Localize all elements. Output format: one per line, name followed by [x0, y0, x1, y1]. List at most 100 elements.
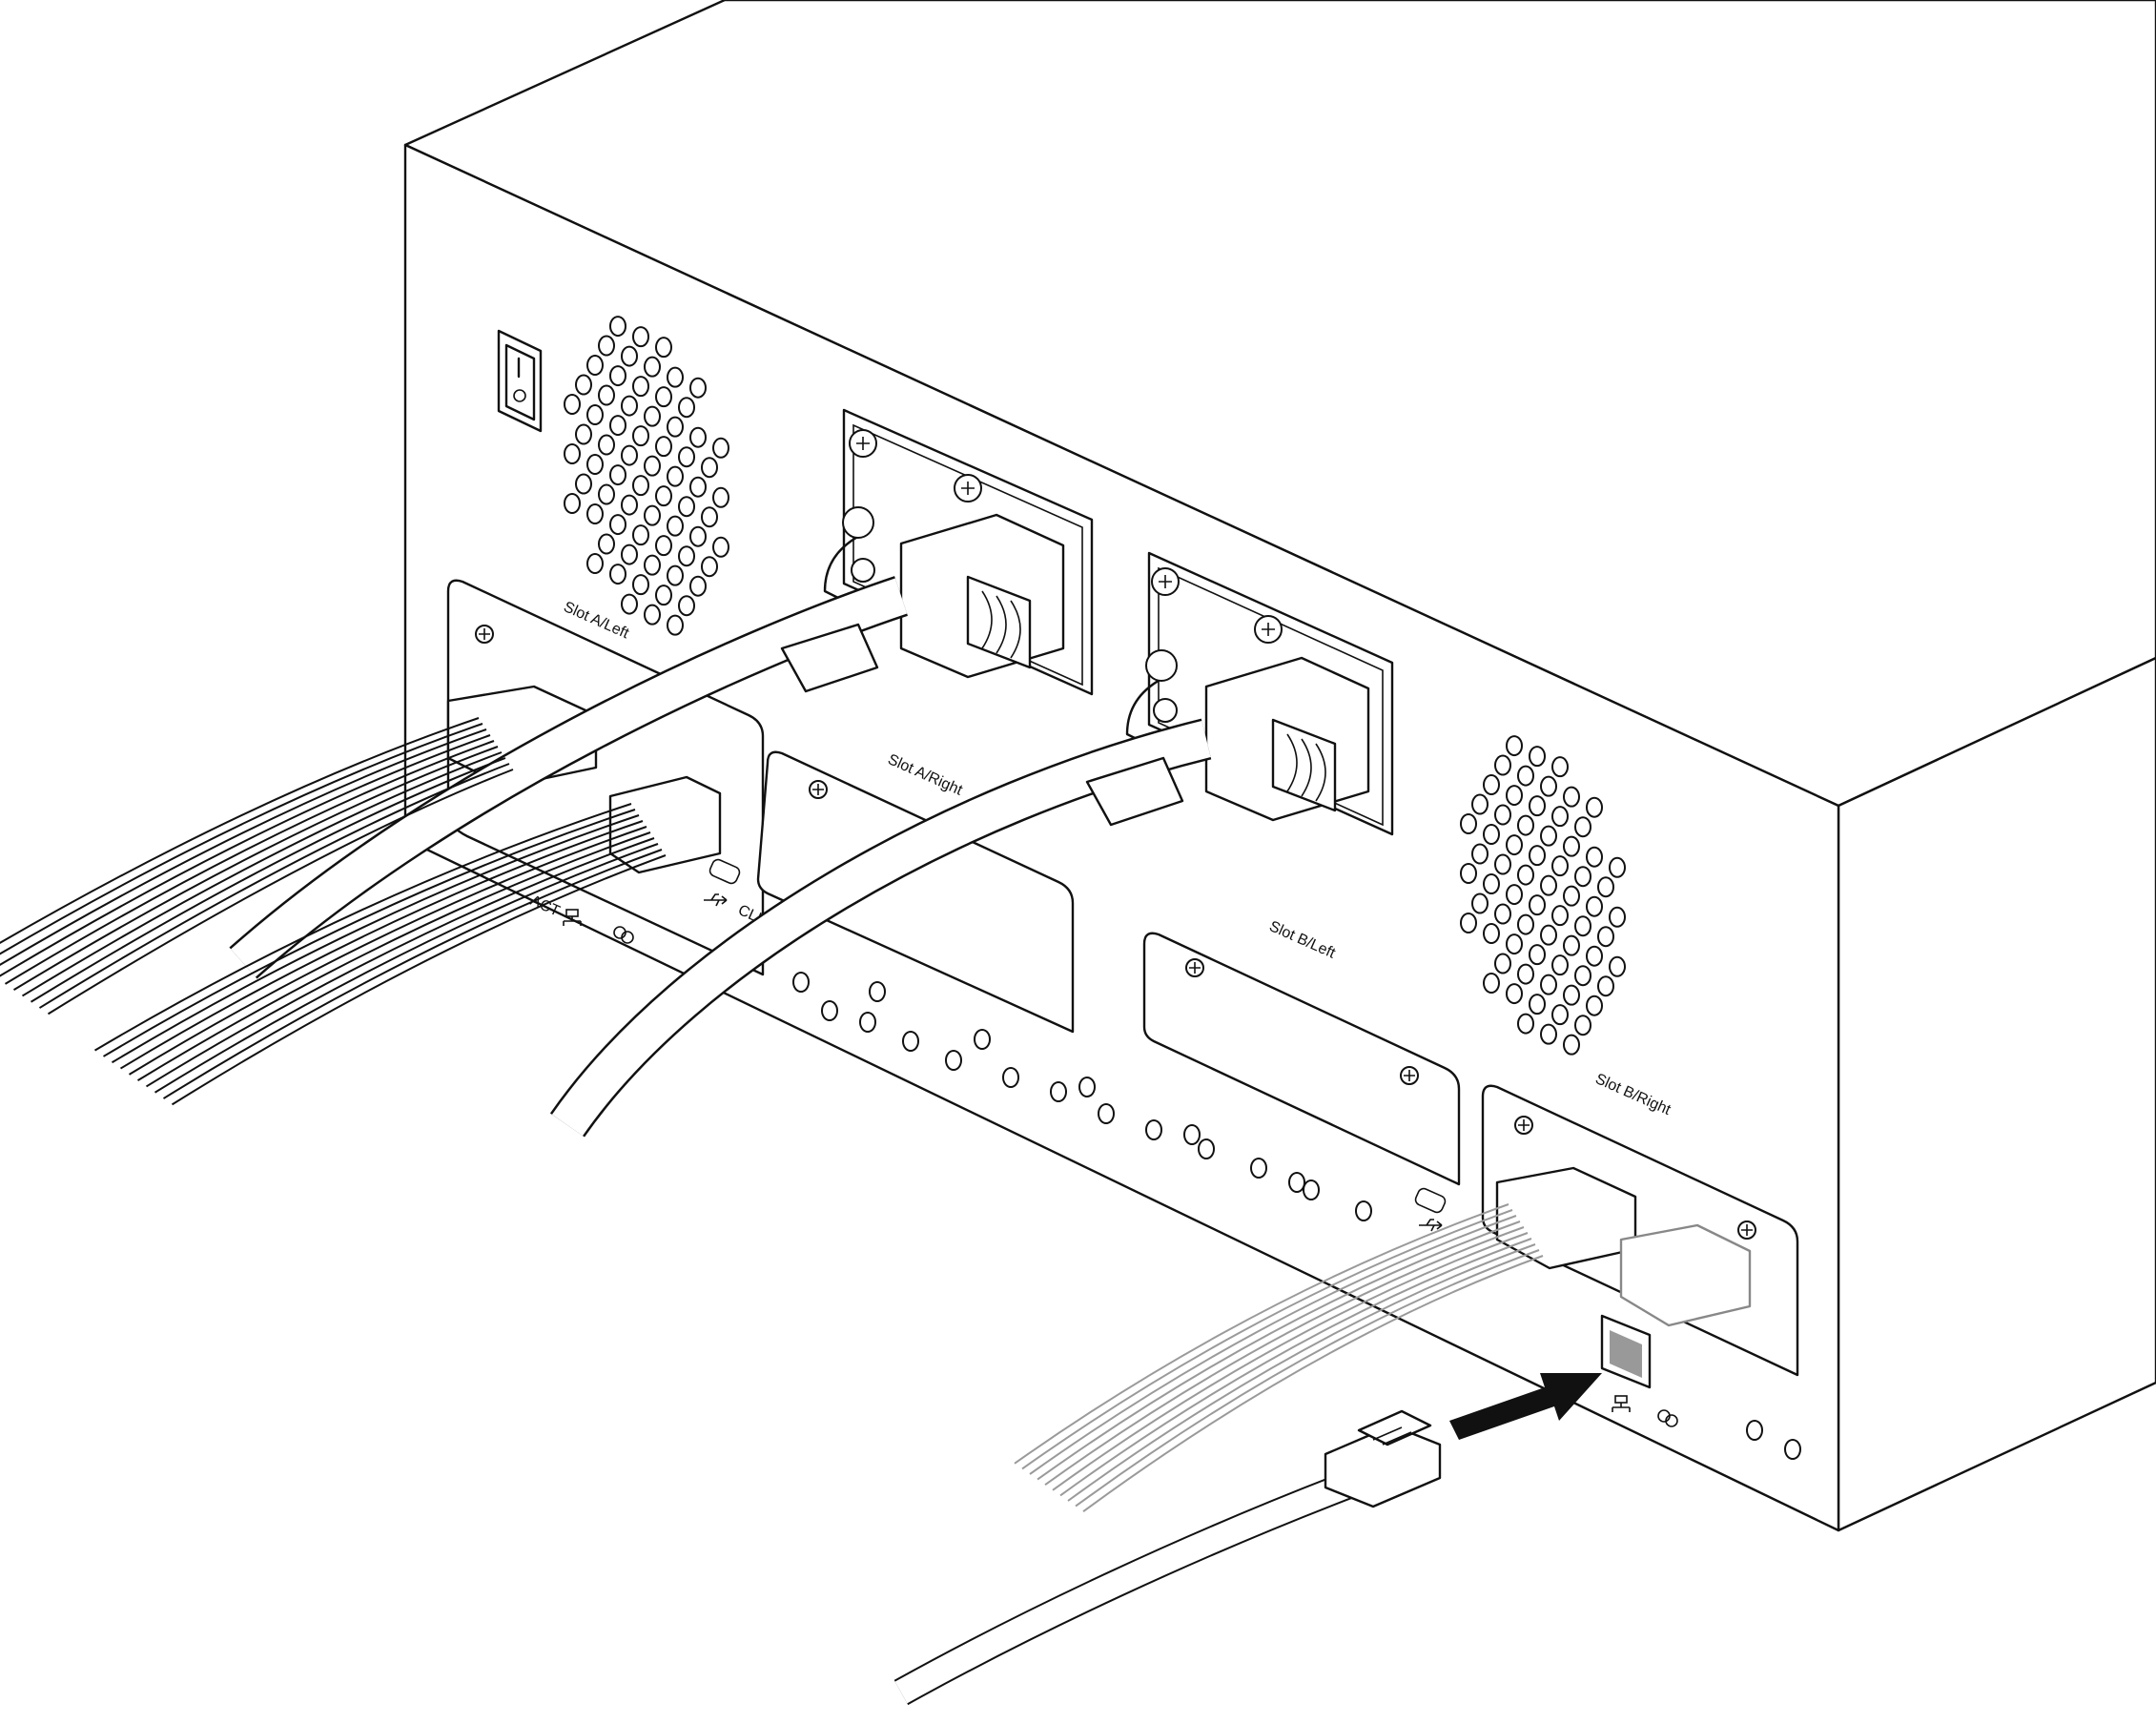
vent-hole — [1540, 924, 1557, 946]
vent-hole — [1609, 906, 1626, 928]
vent-hole — [678, 397, 695, 419]
vent-holes-right — [1460, 735, 1626, 1056]
vent-hole — [701, 506, 718, 528]
fiber-strand — [4, 740, 495, 985]
power-supply-a — [823, 408, 1094, 696]
chassis-rear-face — [403, 143, 1840, 1532]
vent-hole — [1506, 983, 1523, 1005]
vent-hole — [1551, 905, 1569, 927]
vent-hole — [1517, 913, 1534, 935]
chassis-side-face — [1837, 656, 2156, 1532]
vent-hole — [1563, 835, 1580, 857]
vent-hole — [655, 337, 672, 359]
vent-hole — [689, 476, 707, 498]
fiber-strand — [0, 734, 491, 977]
fiber-strand — [1075, 1249, 1540, 1508]
link-icon — [613, 926, 634, 944]
vent-hole — [1597, 926, 1614, 948]
vent-hole — [1586, 995, 1603, 1016]
fiber-strand — [1082, 1255, 1544, 1513]
fiber-strand — [102, 809, 636, 1057]
vent-hole — [1002, 1067, 1019, 1088]
vent-hole — [655, 485, 672, 507]
vent-hole — [1494, 953, 1511, 974]
slot-b-right-card: Slot B/Right — [1414, 1071, 1799, 1427]
vent-hole — [667, 366, 684, 388]
fiber-strand — [1044, 1226, 1525, 1487]
vent-hole — [1746, 1420, 1763, 1441]
vent-hole — [586, 355, 604, 377]
vent-hole — [1078, 1077, 1096, 1097]
vent-hole — [644, 554, 661, 576]
strain-relief-b — [1085, 756, 1184, 827]
vent-hole — [1483, 873, 1500, 895]
vent-hole — [1460, 913, 1477, 933]
vent-hole — [1586, 846, 1603, 868]
vent-hole — [644, 455, 661, 477]
fiber-strand — [1052, 1232, 1529, 1491]
vent-hole — [609, 464, 626, 486]
vent-hole — [1506, 933, 1523, 955]
vent-hole — [1586, 945, 1603, 967]
vent-hole — [598, 335, 615, 357]
vent-hole — [1551, 855, 1569, 877]
vent-hole — [1586, 796, 1603, 818]
strain-relief-a — [780, 623, 879, 693]
vent-hole — [632, 475, 649, 497]
vent-hole — [632, 376, 649, 398]
vent-hole — [1145, 1119, 1162, 1140]
power-cable-b-fill — [551, 721, 1211, 1137]
vent-hole — [1551, 806, 1569, 828]
vent-hole — [974, 1029, 991, 1050]
vent-hole — [792, 972, 810, 993]
vent-hole — [632, 326, 649, 348]
vent-hole — [609, 365, 626, 387]
vent-hole — [586, 553, 604, 575]
fiber-strand — [1021, 1209, 1513, 1470]
fiber-strand — [47, 769, 514, 1015]
vent-hole — [821, 1000, 838, 1021]
vent-hole — [655, 436, 672, 458]
vent-hole — [564, 493, 581, 514]
fiber-strand — [119, 820, 644, 1070]
vent-hole — [1471, 892, 1489, 914]
vent-hole — [869, 981, 886, 1002]
vent-hole — [621, 345, 638, 367]
vent-hole — [575, 374, 592, 396]
vent-hole — [1494, 903, 1511, 925]
vent-hole — [644, 604, 661, 626]
fiber-strand — [93, 803, 632, 1052]
vent-hole — [1551, 1004, 1569, 1026]
vent-hole — [1517, 1013, 1534, 1035]
vent-hole — [1506, 785, 1523, 807]
vent-hole — [1529, 944, 1546, 966]
vent-hole — [1529, 845, 1546, 867]
vent-hole — [1483, 973, 1500, 995]
vent-hole — [564, 443, 581, 464]
vent-hole — [1574, 915, 1591, 937]
vent-hole — [1183, 1124, 1201, 1145]
network-port-target — [1600, 1314, 1652, 1389]
vent-hole — [678, 595, 695, 617]
vent-hole — [1563, 885, 1580, 907]
vent-hole — [609, 316, 626, 338]
vent-hole — [1540, 775, 1557, 797]
vent-hole — [1098, 1103, 1115, 1124]
vent-hole — [609, 415, 626, 437]
vent-holes-left — [564, 316, 729, 636]
vent-hole — [1540, 825, 1557, 847]
fiber-strand — [1067, 1243, 1536, 1502]
fiber-strand — [0, 728, 487, 967]
vent-hole — [1517, 963, 1534, 985]
vent-hole — [598, 483, 615, 505]
vent-hole — [586, 454, 604, 476]
vent-hole — [1574, 816, 1591, 838]
vent-hole — [1563, 1034, 1580, 1056]
vent-hole — [644, 405, 661, 427]
vent-hole — [1586, 895, 1603, 917]
vent-hole — [632, 574, 649, 596]
vent-hole — [667, 515, 684, 537]
fiber-bundle-a — [0, 717, 667, 1106]
vent-hole — [564, 394, 581, 415]
